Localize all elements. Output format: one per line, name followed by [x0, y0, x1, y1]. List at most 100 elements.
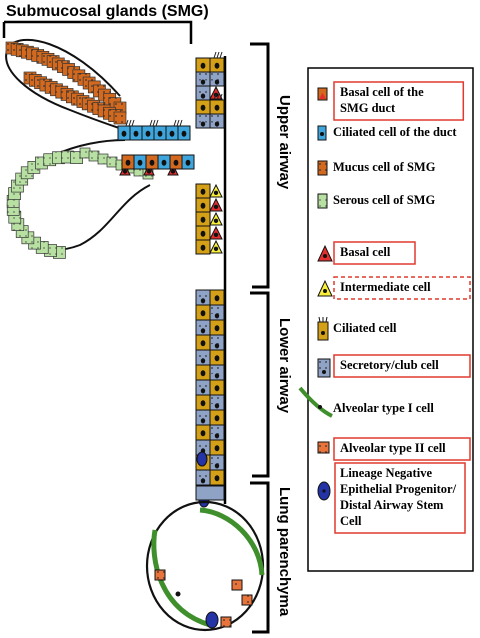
legend-box-lnep: [334, 462, 466, 534]
at2-cell: [231, 579, 243, 591]
secretory-cell: [209, 364, 225, 381]
secretory-cell: [195, 85, 211, 101]
basal-icon: [317, 244, 333, 262]
ciliated-cell: [209, 409, 225, 426]
secretory-cell: [195, 289, 211, 306]
legend-item-serous: Serous cell of SMG: [317, 193, 435, 209]
duct-ciliated-cell: [165, 125, 179, 141]
legend-box-at2: [333, 437, 471, 461]
legend-label-at2: Alveolar type II cell: [340, 441, 446, 455]
legend-label-lnep: Cell: [340, 514, 362, 528]
ciliated-cell: [195, 211, 211, 227]
alveolus: [145, 500, 265, 632]
duct-cell: [157, 154, 171, 170]
smg-duct-basal-cell: [167, 163, 179, 176]
legend-label-smg-duct-basal: SMG duct: [340, 101, 396, 115]
ciliated-cell: [195, 57, 211, 73]
legend-label-basal: Basal cell: [340, 245, 391, 259]
secretory-cell: [209, 113, 225, 129]
ciliated-cell: [195, 239, 211, 255]
upper-airway-bracket: [250, 42, 270, 289]
at2-cell: [154, 569, 166, 581]
legend-label-mucus: Mucus cell of SMG: [333, 160, 436, 174]
at1-cell: [199, 507, 265, 576]
ciliated-icon: [317, 316, 329, 341]
legend-item-at2: Alveolar type II cell: [317, 437, 471, 461]
smg-duct-basal-cell: [119, 163, 131, 176]
mucus-cell: [113, 111, 127, 125]
lnep-icon: [317, 481, 331, 501]
duct-cell: [121, 154, 135, 170]
legend-label-intermediate: Intermediate cell: [340, 280, 431, 294]
ciliated-cell: [195, 394, 211, 411]
region-upper: Upper airway: [276, 95, 293, 190]
duct-cell: [169, 154, 183, 170]
duct-ciliated-cell: [129, 125, 143, 141]
region-parenchyma: Lung parenchyma: [276, 487, 293, 617]
duct-cell: [133, 154, 147, 170]
at2-icon: [317, 441, 330, 454]
legend-box-basal: [333, 241, 416, 265]
lnep-cell: [205, 611, 219, 629]
legend-item-basal: Basal cell: [317, 241, 416, 265]
serous-cell: [106, 156, 118, 168]
duct-ciliated-cell: [177, 125, 191, 141]
duct-ciliated-cell: [153, 125, 167, 141]
legend-label-smg-duct-basal: Basal cell of the: [340, 85, 424, 99]
legend-item-secretory: Secretory/club cell: [317, 354, 471, 378]
intermediate-icon: [317, 279, 333, 297]
legend-item-duct-ciliated: Ciliated cell of the duct: [317, 125, 457, 141]
basal-cell: [209, 197, 223, 212]
airway-epithelium: [195, 51, 227, 508]
submucosal-glands: [5, 38, 195, 259]
intermediate-cell: [209, 211, 223, 226]
terminal-cell: [195, 485, 225, 501]
duct-cell: [181, 154, 195, 170]
basal-cell: [209, 85, 223, 100]
secretory-cell: [195, 71, 211, 87]
legend-item-mucus: Mucus cell of SMG: [317, 160, 436, 176]
secretory-cell: [209, 454, 225, 471]
ciliated-cell: [209, 379, 225, 396]
secretory-cell: [195, 349, 211, 366]
intermediate-cell: [209, 239, 223, 254]
legend-label-serous: Serous cell of SMG: [333, 193, 435, 207]
ciliated-cell: [195, 424, 211, 441]
title: Submucosal glands (SMG): [6, 3, 209, 20]
ciliated-cell: [195, 225, 211, 241]
ciliated-cell: [195, 334, 211, 351]
legend-box-secretory: [333, 354, 471, 378]
parenchyma-bracket: [250, 481, 270, 634]
basal-cell: [209, 225, 223, 240]
legend-label-ciliated: Ciliated cell: [333, 321, 397, 335]
ciliated-cell: [195, 99, 211, 115]
ciliated-cell: [209, 289, 225, 306]
secretory-cell: [195, 379, 211, 396]
legend-label-at1: Alveolar type I cell: [333, 401, 434, 415]
legend-label-lnep: Epithelial Progenitor/: [340, 482, 457, 496]
legend-item-ciliated: Ciliated cell: [317, 316, 397, 341]
ciliated-cell: [209, 439, 225, 456]
smg-bracket: [2, 20, 193, 44]
ciliated-cell: [195, 197, 211, 213]
duct-ciliated-icon: [317, 125, 327, 141]
legend-box-smg-duct-basal: [333, 81, 465, 121]
legend-item-at1: Alveolar type I cell: [298, 386, 434, 418]
secretory-cell: [195, 409, 211, 426]
legend-box-intermediate: [333, 276, 471, 300]
secretory-cell: [195, 113, 211, 129]
serous-cell: [97, 153, 109, 165]
ciliated-cell: [209, 469, 225, 486]
serous-cell: [79, 147, 91, 159]
duct-ciliated-cell: [117, 125, 131, 141]
duct-cell: [145, 154, 159, 170]
mucus-icon: [317, 160, 328, 176]
at1-cell: [151, 529, 211, 628]
legend-label-lnep: Distal Airway Stem: [340, 498, 444, 512]
secretory-cell: [209, 334, 225, 351]
